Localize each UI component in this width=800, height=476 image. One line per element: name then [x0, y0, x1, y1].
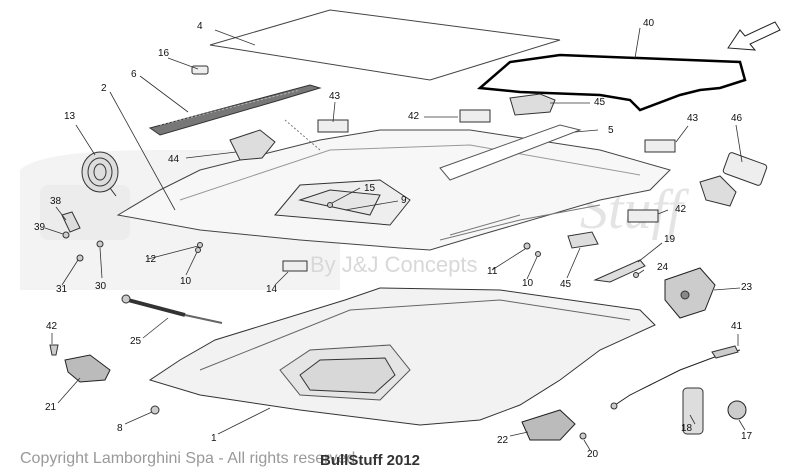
glass-seal	[476, 53, 747, 112]
cover-46	[722, 152, 768, 186]
callout-15: 15	[364, 183, 376, 194]
clip-20	[579, 432, 587, 440]
small-pad	[191, 65, 209, 75]
screw-10-right	[535, 251, 541, 257]
callout-6: 6	[131, 69, 137, 80]
callout-22: 22	[497, 435, 509, 446]
callout-9: 9	[401, 195, 407, 206]
knob-17	[727, 400, 747, 420]
pad-14	[282, 260, 308, 272]
callout-24: 24	[657, 262, 669, 273]
screw-39	[62, 231, 70, 239]
callout-10-right: 10	[522, 278, 534, 289]
callout-19: 19	[664, 234, 676, 245]
latch-21	[64, 354, 111, 383]
callout-5: 5	[608, 125, 614, 136]
screw-24	[633, 272, 639, 278]
callout-45-top: 45	[594, 97, 606, 108]
callout-44-left: 44	[168, 154, 180, 165]
bracket-38	[61, 211, 81, 233]
hinge-23	[664, 267, 716, 319]
center-spine	[439, 124, 582, 181]
clip-15	[327, 202, 333, 208]
engine-lid-frame	[148, 287, 656, 426]
lamp-44-right	[699, 175, 737, 207]
callout-42-top: 42	[408, 111, 420, 122]
lamp-44-left	[229, 129, 276, 161]
callout-43-left: 43	[329, 91, 341, 102]
lamp-45-mid	[567, 231, 599, 249]
callout-45-mid: 45	[560, 279, 572, 290]
callout-31: 31	[56, 284, 68, 295]
grommet-8	[150, 405, 160, 415]
callout-43-right: 43	[687, 113, 699, 124]
rear-glass-panel	[209, 9, 561, 81]
screw-42	[49, 344, 59, 356]
callout-16: 16	[158, 48, 170, 59]
callout-42-right: 42	[675, 204, 687, 215]
callout-20: 20	[587, 449, 599, 460]
callout-10-left: 10	[180, 276, 192, 287]
callout-25: 25	[130, 336, 142, 347]
clip-30	[96, 240, 104, 248]
leader-lines	[44, 27, 746, 451]
callout-1: 1	[211, 433, 217, 444]
callout-4: 4	[197, 21, 203, 32]
callout-2: 2	[101, 83, 107, 94]
callout-30: 30	[95, 281, 107, 292]
screw-12	[197, 242, 203, 248]
gas-strut	[121, 294, 223, 324]
callout-42-left: 42	[46, 321, 58, 332]
callout-18: 18	[681, 423, 693, 434]
latch-22	[521, 409, 576, 441]
callout-46: 46	[731, 113, 743, 124]
copyright-text: Copyright Lamborghini Spa - All rights r…	[20, 450, 356, 467]
callout-12: 12	[145, 254, 157, 265]
callout-41: 41	[731, 321, 743, 332]
bracket-19	[593, 259, 646, 283]
pad-43-right	[644, 139, 676, 153]
handle-18	[682, 387, 704, 435]
callout-40: 40	[643, 18, 655, 29]
pad-42-top	[459, 109, 491, 123]
callout-14: 14	[266, 284, 278, 295]
callout-13: 13	[64, 111, 76, 122]
callout-21: 21	[45, 402, 57, 413]
callout-38: 38	[50, 196, 62, 207]
release-cable-41	[614, 349, 741, 406]
direction-arrow	[727, 21, 781, 51]
callout-8: 8	[117, 423, 123, 434]
callout-39: 39	[34, 222, 46, 233]
watermark-tagline: By J&J Concepts	[310, 252, 478, 277]
credit-text: BullStuff 2012	[320, 452, 421, 469]
lamp-45-top	[509, 93, 556, 116]
callout-11: 11	[487, 266, 498, 277]
screw-10-left	[195, 247, 201, 253]
mesh-grille	[148, 84, 322, 136]
clip-11	[523, 242, 531, 250]
callout-23: 23	[741, 282, 753, 293]
callout-17: 17	[741, 431, 753, 442]
pad-42-right	[627, 209, 659, 223]
washer-31	[76, 254, 84, 262]
cable-spool	[81, 151, 119, 197]
